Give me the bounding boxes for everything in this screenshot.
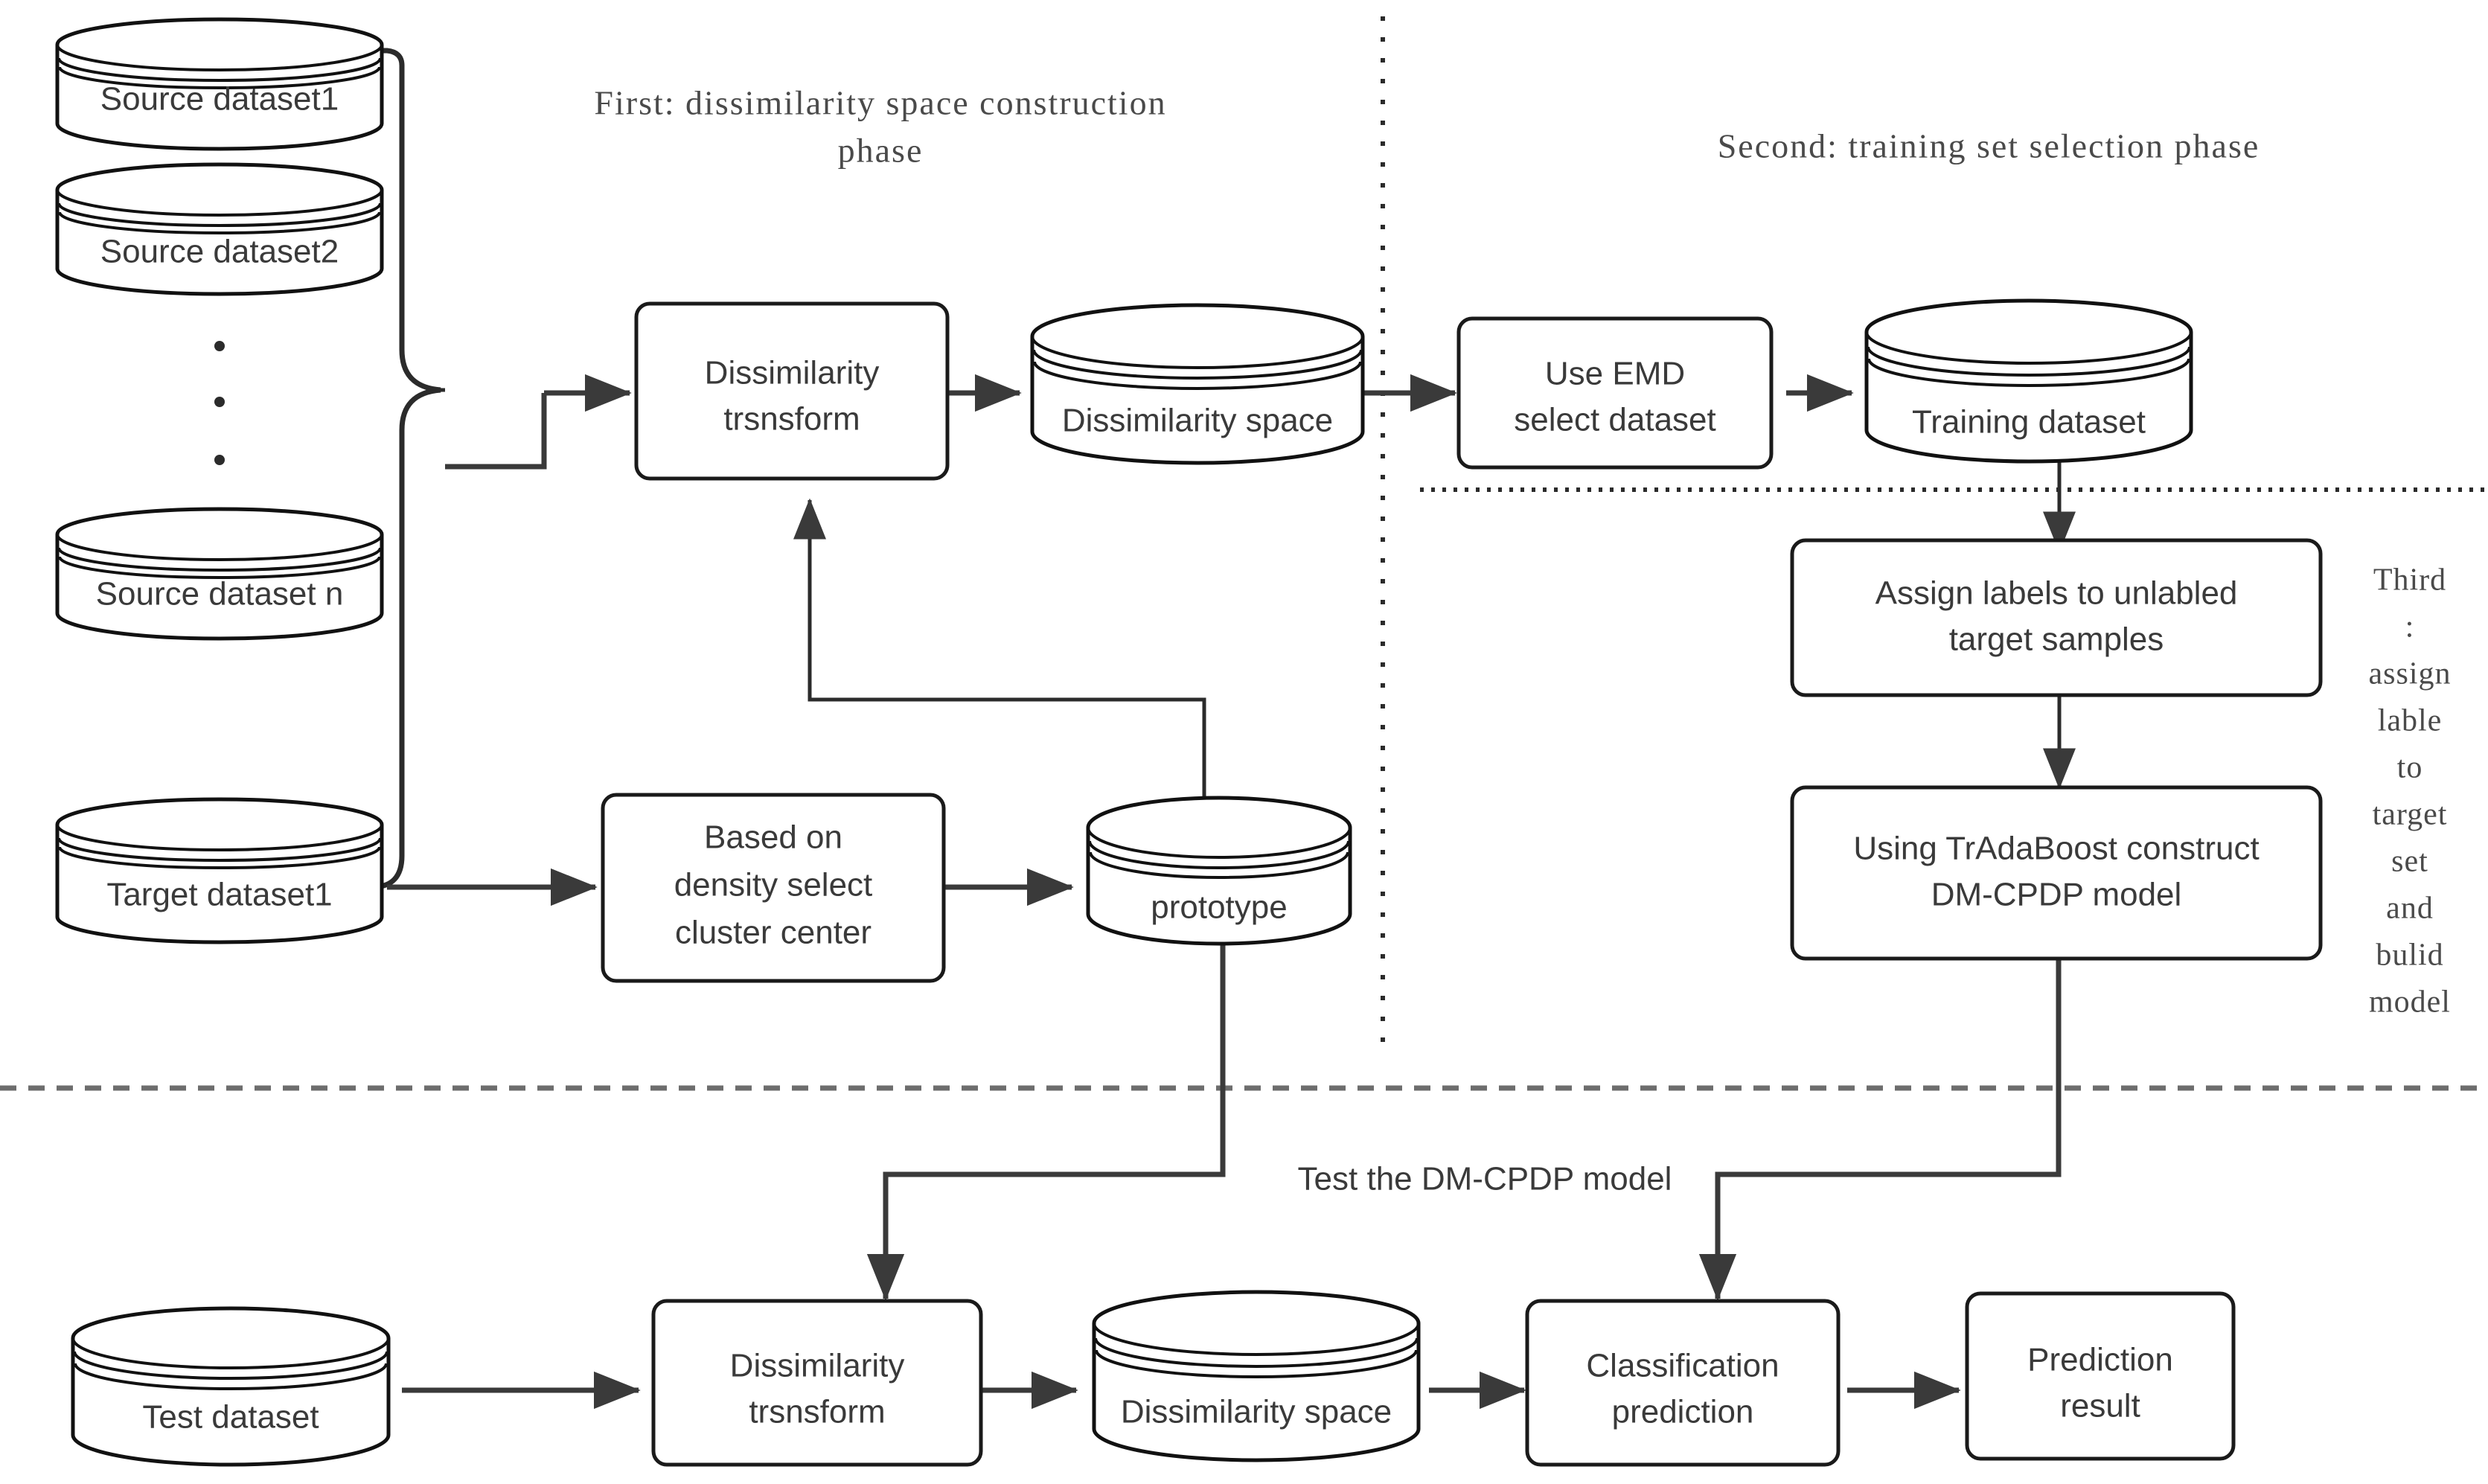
prediction-result-line2: result [2060,1388,2140,1424]
process-dissimilarity-transform-top[interactable]: Dissimilarity trsnsform [634,301,950,481]
connector-sources-to-dissimilarity-transform [445,374,632,470]
dissimilarity-transform-top-line2: trsnsform [723,401,860,438]
dissimilarity-transform-top-line1: Dissimilarity [705,355,880,391]
tradaboost-line1: Using TrAdaBoost construct [1853,831,2259,867]
assign-labels-line2: target samples [1949,621,2164,658]
phase-third-line-5: target [2373,798,2448,832]
datastore-test-dataset[interactable]: Test dataset [71,1306,391,1467]
density-line3: cluster center [675,915,872,951]
phase-third-line-1: : [2405,610,2415,645]
prototype-label: prototype [1151,889,1287,926]
density-line1: Based on [704,819,842,856]
datastore-dissimilarity-space-top[interactable]: Dissimilarity space [1030,303,1365,465]
tradaboost-line2: DM-CPDP model [1931,877,2182,913]
dissimilarity-transform-bottom-line2: trsnsform [749,1394,885,1430]
classification-line2: prediction [1612,1394,1754,1430]
phase-third-line-6: set [2391,845,2428,879]
connector-prototype-to-transform-bottom [866,944,1226,1301]
phase-second: Second: training set selection phase [1718,127,2260,165]
classification-line1: Classification [1586,1348,1779,1384]
process-prediction-result[interactable]: Prediction result [1965,1291,2236,1461]
dissimilarity-space-top-label: Dissimilarity space [1062,403,1333,439]
phase-third-line-8: bulid [2376,938,2443,973]
use-emd-line2: select dataset [1514,402,1716,438]
vertical-ellipsis-icon [214,341,225,465]
prediction-result-line1: Prediction [2027,1342,2173,1378]
datastore-training-dataset[interactable]: Training dataset [1864,298,2193,464]
process-assign-labels[interactable]: Assign labels to unlabled target samples [1790,538,2323,697]
phase-first-line2: phase [838,132,924,170]
phase-label-first: First: dissimilarity space construction … [594,84,1166,170]
process-tradaboost-construct-model[interactable]: Using TrAdaBoost construct DM-CPDP model [1790,785,2323,961]
source-dataset2-label: Source dataset2 [100,234,339,270]
phase-third-line-7: and [2386,892,2434,926]
process-dissimilarity-transform-bottom[interactable]: Dissimilarity trsnsform [651,1299,983,1467]
datastore-source-dataset1[interactable]: Source dataset1 [55,17,384,151]
dissimilarity-space-bottom-label: Dissimilarity space [1121,1394,1392,1430]
connector-source-brace [369,48,445,890]
datastore-prototype[interactable]: prototype [1086,796,1352,946]
target-dataset1-label: Target dataset1 [106,877,332,913]
density-line2: density select [674,867,873,903]
datastore-target-dataset1[interactable]: Target dataset1 [55,797,384,944]
datastore-dissimilarity-space-bottom[interactable]: Dissimilarity space [1092,1290,1421,1462]
use-emd-line1: Use EMD [1545,356,1685,392]
phase-label-third: Third : assign lable to target set and b… [2369,563,2452,1020]
phase-third-line-2: assign [2369,657,2452,691]
process-classification-prediction[interactable]: Classification prediction [1525,1299,1841,1467]
datastore-source-dataset2[interactable]: Source dataset2 [55,162,384,296]
datastore-source-dataset-n[interactable]: Source dataset n [55,507,384,641]
phase-label-second: Second: training set selection phase [1718,127,2260,165]
dissimilarity-transform-bottom-line1: Dissimilarity [730,1348,905,1384]
connector-prototype-to-transform-top [793,498,1206,828]
connector-tradaboost-to-classification [1698,956,2062,1301]
process-use-emd-select-dataset[interactable]: Use EMD select dataset [1456,316,1774,470]
training-dataset-label: Training dataset [1912,404,2146,441]
process-density-select-cluster-center[interactable]: Based on density select cluster center [601,793,946,983]
phase-third-line-3: lable [2378,704,2443,738]
phase-first-line1: First: dissimilarity space construction [594,84,1166,122]
phase-third-line-4: to [2397,751,2423,785]
phase-third-line-9: model [2369,985,2451,1020]
test-dataset-label: Test dataset [142,1399,319,1436]
assign-labels-line1: Assign labels to unlabled [1875,575,2238,612]
phase-third-line-0: Third [2373,563,2446,598]
edge-label-test-model: Test the DM-CPDP model [1298,1161,1672,1197]
source-dataset1-label: Source dataset1 [100,81,339,118]
test-model-label: Test the DM-CPDP model [1298,1161,1672,1197]
source-dataset-n-label: Source dataset n [96,576,344,613]
